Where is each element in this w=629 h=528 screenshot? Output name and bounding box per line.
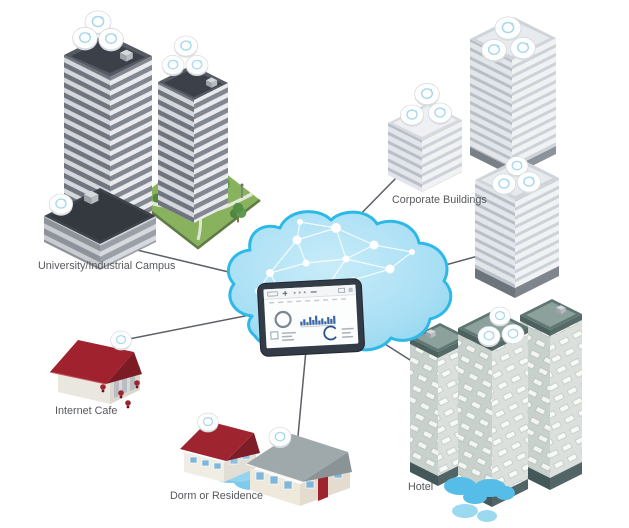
- hotel-buildings: [410, 299, 582, 507]
- access-point-icon: [48, 193, 74, 217]
- cafe-patrons: [100, 380, 140, 409]
- internet-cafe-building: [49, 330, 142, 409]
- dorm-house-right: [245, 426, 352, 506]
- donut-chart-icon: [274, 310, 292, 329]
- access-point-icon: [494, 16, 522, 42]
- label-corporate: Corporate Buildings: [392, 194, 487, 206]
- access-point-icon: [71, 26, 99, 52]
- connection-line: [297, 349, 307, 437]
- access-point-icon: [197, 412, 219, 433]
- dorm-house-left: [180, 412, 260, 482]
- access-point-icon: [413, 82, 441, 108]
- bar-chart-icon: [300, 315, 336, 328]
- access-point-icon: [399, 104, 425, 128]
- access-point-icon: [173, 35, 199, 59]
- access-point-icon: [480, 38, 508, 64]
- campus-building: [44, 188, 156, 270]
- access-point-icon: [516, 171, 542, 195]
- label-campus: University/Industrial Campus: [38, 260, 176, 272]
- stat-lines: [270, 331, 296, 342]
- access-point-icon: [477, 325, 501, 348]
- access-point-icon: [109, 330, 132, 351]
- gauge-icon: [323, 325, 354, 341]
- campus-skyscraper-2: [158, 35, 228, 223]
- access-point-icon: [427, 102, 453, 126]
- label-dorm: Dorm or Residence: [170, 490, 263, 502]
- access-point-icon: [491, 173, 517, 197]
- access-point-icon: [509, 36, 537, 62]
- access-point-icon: [501, 323, 525, 346]
- hotel-pools: [444, 477, 515, 522]
- corporate-tower-1: [470, 16, 556, 176]
- label-hotel: Hotel: [408, 481, 433, 493]
- corporate-tower-2: [475, 155, 559, 298]
- controller-tablet: [257, 278, 365, 357]
- dashboard-toolbar: [263, 284, 356, 304]
- access-point-icon: [268, 426, 292, 449]
- label-cafe: Internet Cafe: [55, 405, 117, 417]
- corporate-small-building: [388, 82, 462, 192]
- campus-skyscraper-1: [64, 10, 152, 236]
- access-point-icon: [489, 306, 511, 327]
- access-point-icon: [97, 27, 125, 53]
- access-point-icon: [161, 54, 185, 77]
- access-point-icon: [185, 54, 209, 77]
- front-door: [318, 475, 328, 501]
